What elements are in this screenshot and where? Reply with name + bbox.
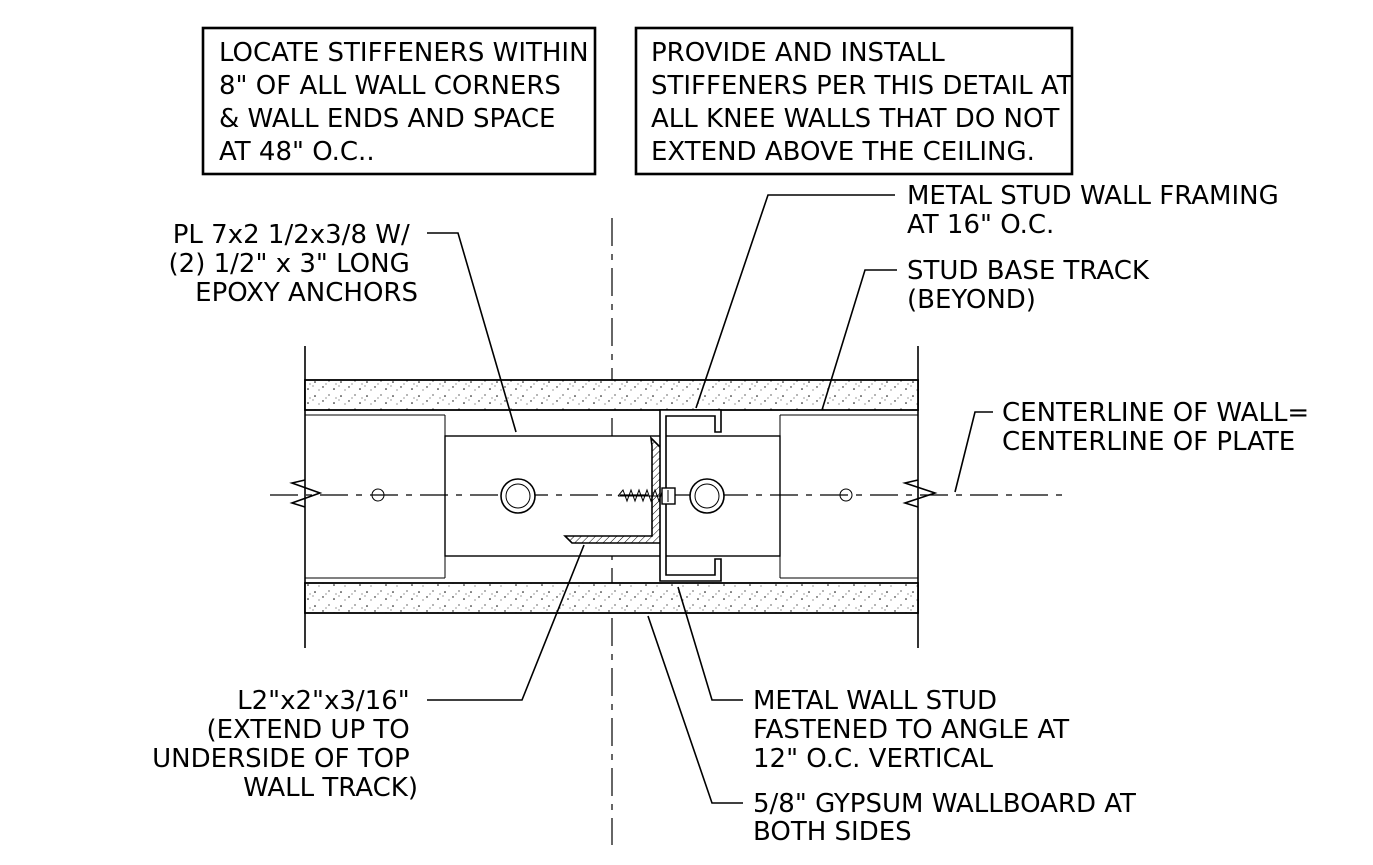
callout-gypsum: 5/8" GYPSUM WALLBOARD AT BOTH SIDES <box>753 789 1144 847</box>
note-stiffener-line-3: & WALL ENDS AND SPACE <box>219 104 555 134</box>
callout-angle: L2"x2"x3/16" (EXTEND UP TO UNDERSIDE OF … <box>152 686 418 803</box>
callout-centerline-line-1: CENTERLINE OF WALL= <box>1002 398 1309 428</box>
note-install-line-3: ALL KNEE WALLS THAT DO NOT <box>651 104 1059 134</box>
callout-wall-stud: METAL WALL STUD FASTENED TO ANGLE AT 12"… <box>753 686 1077 774</box>
note-stiffener-location-text: LOCATE STIFFENERS WITHIN 8" OF ALL WALL … <box>219 38 597 167</box>
note-stiffener-line-2: 8" OF ALL WALL CORNERS <box>219 71 561 101</box>
callout-wall-stud-line-2: FASTENED TO ANGLE AT <box>753 715 1069 745</box>
callout-base-track-line-2: (BEYOND) <box>907 285 1036 315</box>
note-install-line-2: STIFFENERS PER THIS DETAIL AT <box>651 71 1073 101</box>
anchor-hole-right-small <box>839 488 853 502</box>
note-install-line-1: PROVIDE AND INSTALL <box>651 38 945 68</box>
epoxy-anchor-right-inner <box>694 483 720 509</box>
note-install-line-4: EXTEND ABOVE THE CEILING. <box>651 137 1035 167</box>
callout-centerline: CENTERLINE OF WALL= CENTERLINE OF PLATE <box>1002 398 1317 457</box>
leader-base-track <box>821 269 897 411</box>
leader-stud-framing <box>695 194 895 409</box>
leader-angle <box>427 544 585 701</box>
break-line-left <box>289 479 323 508</box>
callout-wall-stud-line-3: 12" O.C. VERTICAL <box>753 744 994 774</box>
callout-gypsum-line-1: 5/8" GYPSUM WALLBOARD AT <box>753 789 1136 819</box>
callout-plate-line-3: EPOXY ANCHORS <box>195 278 418 308</box>
callout-wall-stud-line-1: METAL WALL STUD <box>753 686 997 716</box>
callout-plate: PL 7x2 1/2x3/8 W/ (2) 1/2" x 3" LONG EPO… <box>169 220 418 308</box>
leader-centerline <box>954 411 993 493</box>
callout-stud-framing-line-2: AT 16" O.C. <box>907 210 1054 240</box>
callout-base-track: STUD BASE TRACK (BEYOND) <box>907 256 1157 315</box>
callout-angle-line-1: L2"x2"x3/16" <box>237 686 410 716</box>
epoxy-anchor-left-inner <box>505 483 531 509</box>
callout-angle-line-3: UNDERSIDE OF TOP <box>152 744 410 774</box>
metal-wall-stud <box>659 409 722 582</box>
note-stiffener-line-1: LOCATE STIFFENERS WITHIN <box>219 38 589 68</box>
callout-plate-line-1: PL 7x2 1/2x3/8 W/ <box>173 220 410 250</box>
note-box-stiffener-location <box>201 26 597 176</box>
callout-plate-line-2: (2) 1/2" x 3" LONG <box>169 249 410 279</box>
callout-gypsum-line-2: BOTH SIDES <box>753 817 912 847</box>
callout-stud-framing-line-1: METAL STUD WALL FRAMING <box>907 181 1279 211</box>
leader-gypsum <box>647 615 743 804</box>
leader-plate <box>427 232 517 433</box>
leader-wall-stud <box>677 586 743 701</box>
break-line-right <box>902 479 938 508</box>
note-install-text: PROVIDE AND INSTALL STIFFENERS PER THIS … <box>651 38 1081 167</box>
callout-stud-framing: METAL STUD WALL FRAMING AT 16" O.C. <box>907 181 1287 240</box>
callout-angle-line-4: WALL TRACK) <box>243 773 418 803</box>
gypsum-wallboard-bottom <box>304 582 919 614</box>
gypsum-wallboard-top <box>304 379 919 411</box>
callout-centerline-line-2: CENTERLINE OF PLATE <box>1002 427 1295 457</box>
callout-base-track-line-1: STUD BASE TRACK <box>907 256 1150 286</box>
note-stiffener-line-4: AT 48" O.C.. <box>219 137 375 167</box>
screw-fastener <box>617 487 676 505</box>
note-box-install <box>634 26 1074 176</box>
anchor-hole-left-small <box>371 488 385 502</box>
callout-angle-line-2: (EXTEND UP TO <box>206 715 409 745</box>
